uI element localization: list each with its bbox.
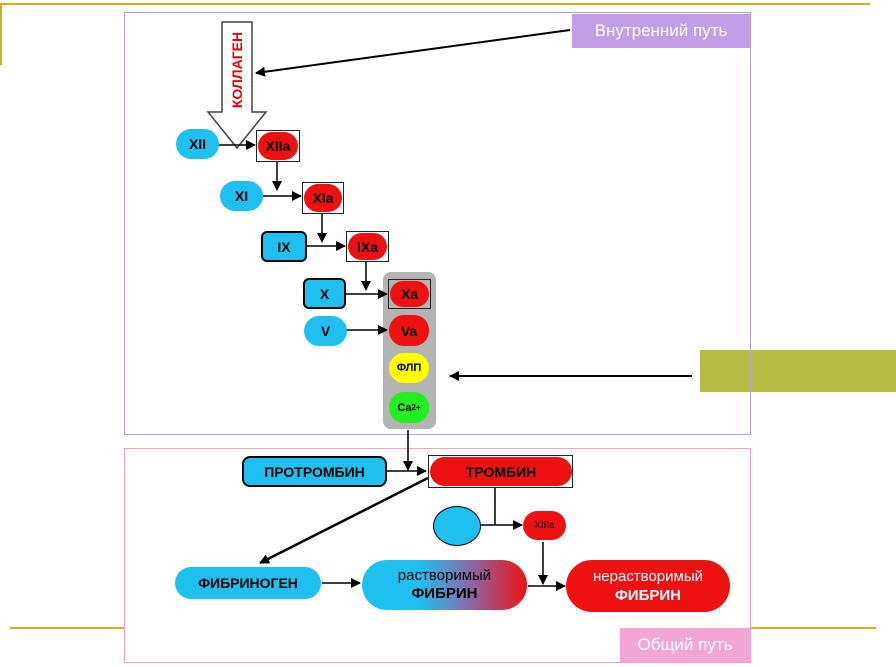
factor-xi: XI (220, 181, 263, 211)
factor-xiia-frame (256, 130, 300, 162)
internal-path-panel (124, 12, 751, 435)
soluble-fibrin-line2: ФИБРИН (411, 585, 478, 602)
unlabeled-factor (433, 506, 481, 546)
bottom-gold-line-left (10, 627, 125, 629)
top-gold-line (0, 3, 870, 5)
thrombin-frame (428, 455, 573, 488)
common-path-panel (124, 448, 751, 663)
factor-xii: XII (176, 129, 219, 159)
factor-ixa: IXa (348, 233, 387, 260)
factor-xiiia: XIIIa (523, 511, 566, 540)
bottom-gold-line-right (750, 627, 876, 629)
factor-xa-frame (388, 279, 431, 309)
factor-va: Va (389, 315, 429, 346)
factor-x: X (303, 278, 346, 309)
factor-ixa-frame (346, 231, 389, 262)
calcium-label: Ca (397, 401, 412, 414)
factor-xa: Xa (390, 281, 429, 307)
factor-xia-frame (302, 182, 344, 214)
factor-ix: IX (261, 231, 307, 262)
callout-box (700, 350, 896, 392)
factor-xia: XIa (304, 184, 342, 212)
thrombin: ТРОМБИН (430, 457, 572, 486)
insoluble-fibrin: нерастворимый ФИБРИН (566, 560, 730, 612)
factor-xiia: XIIa (258, 132, 298, 160)
left-gold-bar (0, 3, 2, 65)
common-path-tag: Общий путь (620, 628, 750, 662)
collagen-label: КОЛЛАГЕН (229, 31, 245, 109)
insoluble-fibrin-line2: ФИБРИН (615, 587, 681, 604)
prothrombin: ПРОТРОМБИН (242, 456, 387, 487)
calcium-charge: 2+ (411, 403, 421, 412)
soluble-fibrin: растворимый ФИБРИН (362, 560, 527, 610)
internal-path-tag: Внутренний путь (572, 14, 750, 48)
factor-v: V (304, 316, 347, 346)
soluble-fibrin-line1: растворимый (397, 567, 492, 584)
collagen-arrow (206, 21, 268, 150)
insoluble-fibrin-line1: нерастворимый (592, 568, 704, 585)
phospholipid: ФЛП (389, 353, 429, 383)
fibrinogen: ФИБРИНОГЕН (175, 567, 321, 599)
